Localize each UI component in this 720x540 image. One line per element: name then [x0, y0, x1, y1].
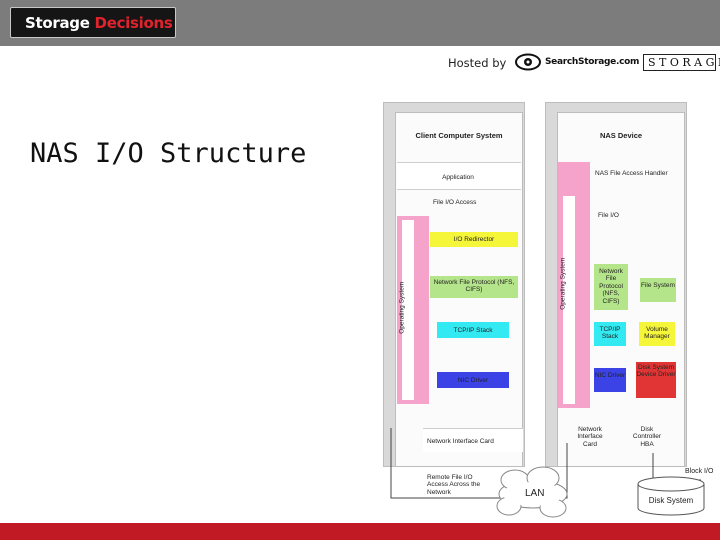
nas-nfp-box	[594, 264, 628, 310]
nas-file-system-box	[640, 278, 676, 302]
hosted-by-label: Hosted by	[448, 56, 507, 70]
client-tcpip-box	[437, 322, 509, 338]
logo-word-storage: Storage	[25, 14, 90, 32]
client-title: Client Computer System	[415, 131, 503, 140]
client-os-bar-inner	[402, 220, 414, 400]
nas-file-io-label: File I/O	[598, 212, 619, 219]
client-nic-box	[423, 428, 523, 452]
client-application-box	[397, 162, 521, 190]
searchstorage-logo: SearchStorage.com	[515, 52, 639, 72]
nas-os-bar-inner	[563, 196, 575, 404]
client-nfp-box	[430, 276, 518, 298]
nas-disk-controller-label: Disk Controller HBA	[632, 426, 662, 448]
client-nic-driver-box	[437, 372, 509, 388]
searchstorage-text: SearchStorage.com	[545, 57, 640, 67]
disk-system-label: Disk System	[648, 496, 694, 505]
nas-nfp-label: Network File Protocol (NFS, CIFS)	[599, 268, 623, 305]
hosted-bar: Hosted by SearchStorage.com STORAGE	[0, 46, 720, 78]
disk-system-cylinder	[637, 476, 705, 516]
nas-tcpip-box	[594, 322, 626, 346]
nas-volume-manager-box	[639, 322, 675, 346]
storage-decisions-logo: Storage Decisions	[10, 7, 176, 38]
nas-volume-manager-label: Volume Manager	[644, 326, 670, 341]
client-nfp-label: Network File Protocol (NFS, CIFS)	[433, 279, 515, 294]
nas-disk-driver-box	[636, 362, 676, 398]
nas-nic-driver-box	[594, 368, 626, 392]
nas-file-system-label: File System	[641, 282, 675, 289]
header-bar: Storage Decisions	[0, 0, 720, 46]
io-redirector-label: I/O Redirector	[453, 236, 495, 243]
client-connector-line	[390, 428, 508, 499]
lan-label: LAN	[525, 488, 545, 499]
nas-file-access-handler-label: NAS File Access Handler	[595, 170, 668, 177]
remote-file-io-label: Remote File I/O Access Across the Networ…	[427, 474, 481, 496]
nas-nic-label: Network Interface Card	[577, 426, 603, 448]
client-file-io-access-label: File I/O Access	[433, 199, 477, 206]
network-connectors	[390, 428, 705, 518]
client-nic-driver-label: NIC Driver	[457, 377, 489, 384]
nas-title: NAS Device	[599, 131, 643, 140]
block-io-label: Block I/O	[685, 468, 714, 475]
nas-nic-driver-label: NIC Driver	[594, 372, 626, 379]
storage-magazine-logo: STORAGE	[643, 54, 720, 71]
nas-disk-driver-label: Disk System Device Driver	[636, 364, 676, 379]
client-application-label: Application	[442, 174, 474, 181]
nas-io-diagram: Client Computer System Application File …	[383, 98, 720, 523]
footer-bar	[0, 523, 720, 540]
client-nic-label: Network Interface Card	[427, 438, 494, 445]
slide-title: NAS I/O Structure	[30, 138, 307, 169]
lan-cloud-shape	[496, 466, 568, 518]
nas-tcpip-label: TCP/IP Stack	[599, 326, 621, 341]
client-tcpip-label: TCP/IP Stack	[453, 327, 493, 334]
eye-icon	[515, 53, 541, 71]
logo-word-decisions: Decisions	[94, 14, 173, 32]
io-redirector-box	[430, 232, 518, 247]
